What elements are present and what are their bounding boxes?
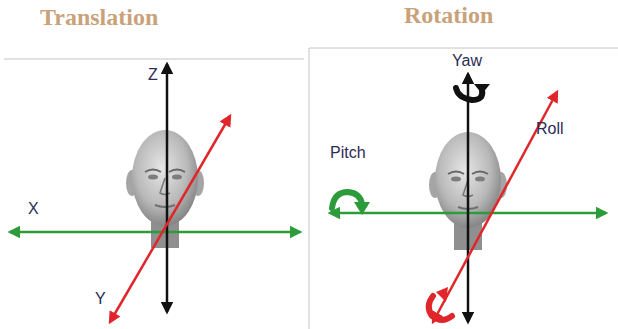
axis-label: X — [28, 200, 39, 218]
panel-heading: Rotation — [404, 2, 493, 28]
axis-label: Y — [95, 290, 106, 308]
axis-label: Roll — [536, 120, 564, 138]
panel-heading: Translation — [40, 4, 158, 30]
axis-label: Yaw — [452, 52, 482, 70]
axis-label: Z — [148, 66, 158, 84]
axis-label: Pitch — [330, 144, 366, 162]
